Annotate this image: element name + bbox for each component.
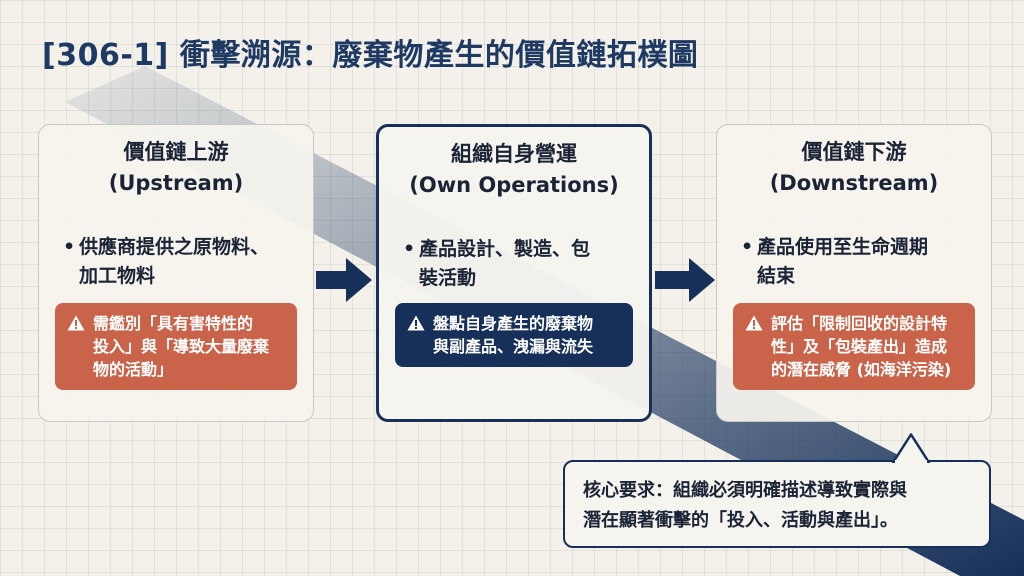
operations-box: 組織自身營運 (Own Operations) • 產品設計、製造、包 裝活動 …	[376, 124, 652, 422]
upstream-warning: 需鑑別「具有害特性的 投入」與「導致大量廢棄 物的活動」	[55, 303, 297, 390]
upstream-warning-line: 物的活動」	[93, 360, 174, 379]
upstream-warning-line: 需鑑別「具有害特性的	[93, 314, 254, 333]
callout-line: 潛在顯著衝擊的「投入、活動與產出」。	[583, 510, 898, 531]
downstream-bullet: • 產品使用至生命週期 結束	[741, 236, 929, 287]
operations-bullet: • 產品設計、製造、包 裝活動	[403, 238, 591, 289]
callout-line: 核心要求：組織必須明確描述導致實際與	[583, 480, 907, 501]
operations-warning-line: 與副產品、洩漏與流失	[433, 337, 594, 356]
operations-warning-line: 盤點自身產生的廢棄物	[433, 314, 594, 333]
core-requirement-callout: 核心要求：組織必須明確描述導致實際與 潛在顯著衝擊的「投入、活動與產出」。	[563, 460, 991, 548]
upstream-bullet: • 供應商提供之原物料、 加工物料	[63, 236, 270, 287]
right-arrow-icon	[316, 258, 372, 302]
warning-triangle-icon	[745, 314, 771, 381]
upstream-bullet-line: 加工物料	[79, 265, 156, 287]
downstream-title-en: (Downstream)	[769, 171, 939, 195]
downstream-warning-line: 的潛在威脅 (如海洋污染)	[771, 360, 952, 379]
operations-bullet-line: 裝活動	[419, 267, 477, 289]
right-arrow-icon	[655, 258, 715, 302]
upstream-warning-line: 投入」與「導致大量廢棄	[93, 337, 270, 356]
downstream-bullet-line: 結束	[757, 265, 796, 287]
upstream-title-en: (Upstream)	[108, 171, 244, 195]
page-title: [306-1] 衝擊溯源：廢棄物產生的價值鏈拓樸圖	[42, 38, 699, 73]
operations-title: 組織自身營運	[451, 142, 577, 166]
upstream-box: 價值鏈上游 (Upstream) • 供應商提供之原物料、 加工物料 需鑑別「具…	[38, 124, 314, 422]
upstream-bullet-line: 供應商提供之原物料、	[79, 236, 270, 258]
downstream-warning-line: 評估「限制回收的設計特	[771, 314, 948, 333]
downstream-warning: 評估「限制回收的設計特 性」及「包裝產出」造成 的潛在威脅 (如海洋污染)	[733, 303, 975, 390]
downstream-title: 價值鏈下游	[801, 140, 907, 164]
warning-triangle-icon	[67, 314, 93, 381]
operations-title-en: (Own Operations)	[409, 173, 619, 197]
downstream-bullet-line: 產品使用至生命週期	[757, 236, 929, 258]
warning-triangle-icon	[407, 314, 433, 358]
downstream-warning-line: 性」及「包裝產出」造成	[771, 337, 948, 356]
upstream-title: 價值鏈上游	[123, 140, 229, 164]
operations-bullet-line: 產品設計、製造、包	[419, 238, 591, 260]
callout-pointer	[891, 433, 931, 463]
downstream-box: 價值鏈下游 (Downstream) • 產品使用至生命週期 結束 評估「限制回…	[716, 124, 992, 422]
operations-warning: 盤點自身產生的廢棄物 與副產品、洩漏與流失	[395, 303, 633, 367]
